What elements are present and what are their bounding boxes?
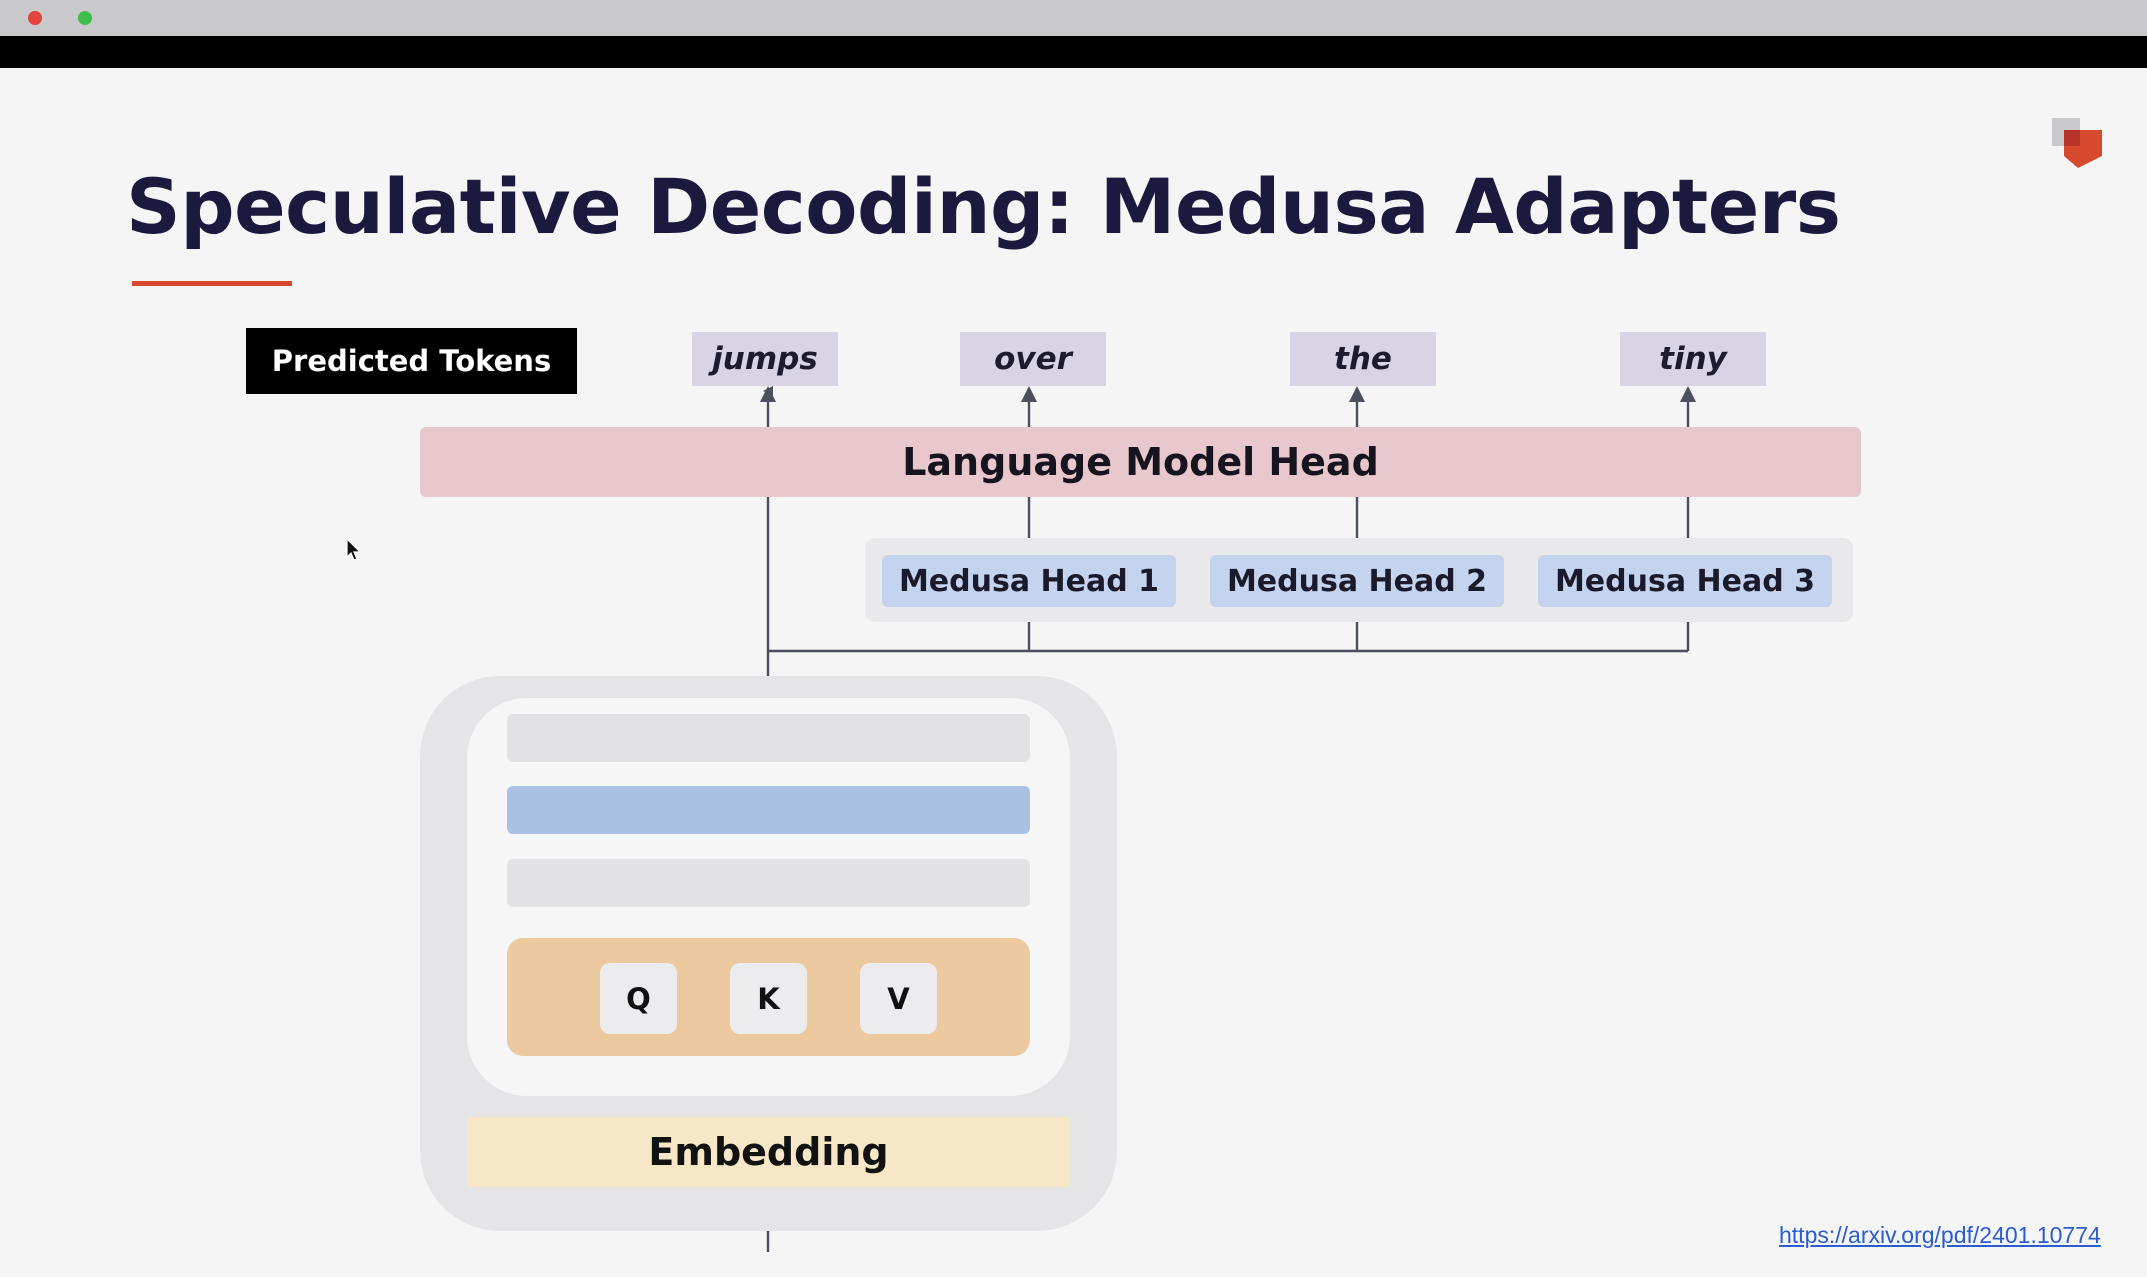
minimize-window-icon[interactable] <box>56 11 70 25</box>
medusa-head-1: Medusa Head 1 <box>882 555 1176 607</box>
layer-norm-top <box>507 714 1030 762</box>
token-over: over <box>960 332 1106 386</box>
slide-title: Speculative Decoding: Medusa Adapters <box>126 162 1841 251</box>
token-the: the <box>1290 332 1436 386</box>
close-window-icon[interactable] <box>28 11 42 25</box>
arxiv-paper-link[interactable]: https://arxiv.org/pdf/2401.10774 <box>1779 1222 2101 1248</box>
title-underline <box>132 281 292 286</box>
language-model-head: Language Model Head <box>420 427 1861 497</box>
feed-forward-layer <box>507 786 1030 834</box>
embedding-layer: Embedding <box>467 1117 1070 1187</box>
window-titlebar <box>0 0 2147 36</box>
value-box: V <box>860 963 937 1034</box>
company-logo-icon <box>2052 118 2102 168</box>
predicted-tokens-label: Predicted Tokens <box>246 328 577 394</box>
toolbar-strip <box>0 36 2147 68</box>
medusa-head-2: Medusa Head 2 <box>1210 555 1504 607</box>
token-tiny: tiny <box>1620 332 1766 386</box>
key-box: K <box>730 963 807 1034</box>
query-box: Q <box>600 963 677 1034</box>
medusa-head-3: Medusa Head 3 <box>1538 555 1832 607</box>
token-jumps: jumps <box>692 332 838 386</box>
mouse-pointer-icon <box>346 538 362 561</box>
layer-norm-middle <box>507 859 1030 907</box>
maximize-window-icon[interactable] <box>78 11 92 25</box>
